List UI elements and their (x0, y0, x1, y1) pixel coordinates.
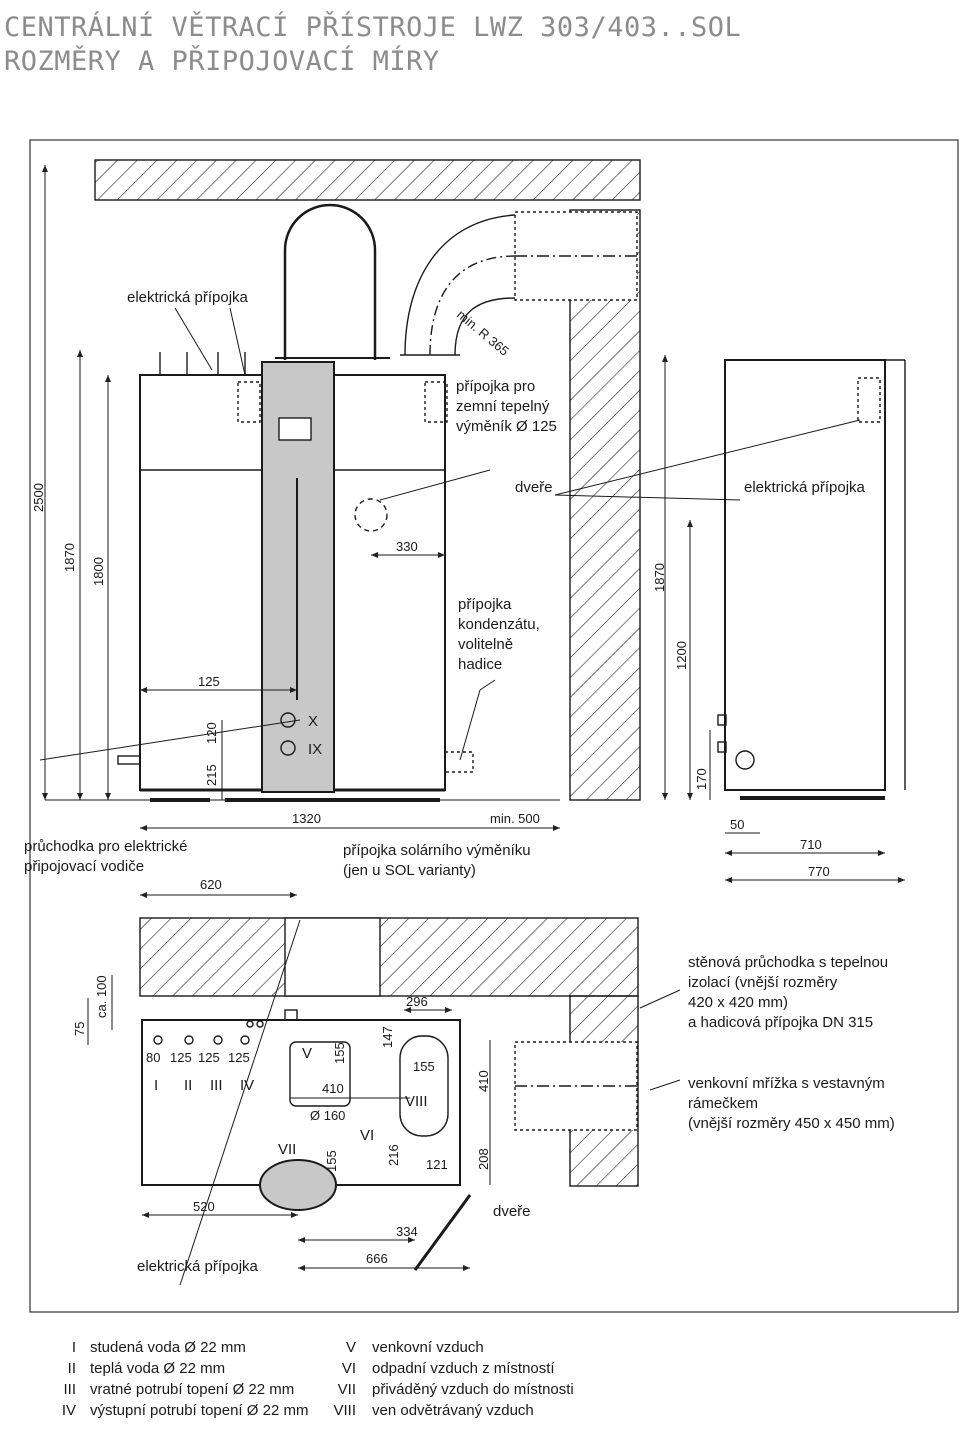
ceiling-hatch (94, 159, 641, 201)
dim-710: 710 (800, 837, 822, 852)
dim-520: 520 (193, 1199, 215, 1214)
dim-121: 121 (426, 1157, 448, 1172)
title-line-1: CENTRÁLNÍ VĚTRACÍ PŘÍSTROJE LWZ 303/403.… (4, 12, 742, 43)
label-cond-2: kondenzátu, (458, 616, 540, 633)
roman-iv: IV (240, 1077, 254, 1094)
wall-hatch (569, 209, 641, 801)
dim-min500: min. 500 (490, 811, 540, 826)
roman-vii: VII (278, 1141, 296, 1158)
dim-1800: 1800 (91, 557, 106, 586)
label-grille-3: (vnější rozměry 450 x 450 mm) (688, 1115, 895, 1132)
dim-80: 80 (146, 1050, 160, 1065)
top-view (87, 917, 681, 1286)
top-duct (283, 203, 377, 360)
curved-duct-outer (404, 214, 516, 356)
dim-666: 666 (366, 1251, 388, 1266)
dim-155a: 155 (332, 1042, 347, 1064)
dim-296: 296 (406, 994, 428, 1009)
label-door: dveře (515, 479, 553, 496)
top-unit (141, 1019, 461, 1186)
label-cond-1: přípojka (458, 596, 512, 613)
roman-v: V (302, 1045, 312, 1062)
dim-1320: 1320 (292, 811, 321, 826)
dim-410a: 410 (322, 1081, 344, 1096)
label-ghx-2: zemní tepelný (456, 398, 550, 415)
roman-iii: III (210, 1077, 223, 1094)
front-view (39, 159, 906, 898)
label-wall-1: stěnová průchodka s tepelnou (688, 954, 888, 971)
label-solar-2: (jen u SOL varianty) (343, 862, 476, 879)
dim-125b: 125 (198, 1050, 220, 1065)
dim-120: 120 (204, 722, 219, 744)
roman-i: I (154, 1077, 158, 1094)
dim-155c: 155 (324, 1150, 339, 1172)
label-wall-4: a hadicová přípojka DN 315 (688, 1014, 873, 1031)
label-x: X (308, 713, 318, 730)
label-grille-1: venkovní mřížka s vestavným (688, 1075, 885, 1092)
dim-330: 330 (396, 539, 418, 554)
dim-770: 770 (808, 864, 830, 879)
port-viii (399, 1035, 449, 1137)
label-cond-4: hadice (458, 656, 502, 673)
frame (29, 139, 959, 1313)
dim-75: 75 (72, 1022, 87, 1036)
dim-208: 208 (476, 1148, 491, 1170)
top-wall-hatch (139, 917, 639, 997)
label-cable-1: průchodka pro elektrické (24, 838, 187, 855)
side-unit (724, 359, 886, 791)
dim-215: 215 (204, 764, 219, 786)
label-solar-1: přípojka solárního výměníku (343, 842, 531, 859)
dim-1870a: 1870 (62, 543, 77, 572)
dim-334: 334 (396, 1224, 418, 1239)
port-v (289, 1041, 351, 1107)
dim-410b: 410 (476, 1070, 491, 1092)
dim-155b: 155 (413, 1059, 435, 1074)
label-el-top: elektrická přípojka (127, 289, 249, 306)
tank-display (278, 417, 312, 441)
label-ix: IX (308, 741, 322, 758)
dim-620: 620 (200, 877, 222, 892)
dim-125: 125 (198, 674, 220, 689)
label-phi160: Ø 160 (310, 1108, 345, 1123)
label-wall-2: izolací (vnější rozměry (688, 974, 838, 991)
label-ghx-1: přípojka pro (456, 378, 535, 395)
dim-125a: 125 (170, 1050, 192, 1065)
dim-1200: 1200 (674, 641, 689, 670)
label-top-el: elektrická přípojka (137, 1258, 259, 1275)
label-cable-2: připojovací vodiče (24, 858, 144, 875)
label-cond-3: volitelně (458, 636, 513, 653)
label-ghx-3: výměník Ø 125 (456, 418, 557, 435)
dim-170: 170 (694, 768, 709, 790)
roman-ii: II (184, 1077, 192, 1094)
label-wall-3: 420 x 420 mm) (688, 994, 788, 1011)
label-el-right: elektrická přípojka (744, 479, 866, 496)
roman-vi: VI (360, 1127, 374, 1144)
label-top-door: dveře (493, 1203, 531, 1220)
port-vii (259, 1159, 337, 1211)
dim-ca100: ca. 100 (94, 975, 109, 1018)
dim-216: 216 (386, 1144, 401, 1166)
dim-2500: 2500 (31, 483, 46, 512)
curved-duct-inner (454, 297, 516, 356)
dim-125c: 125 (228, 1050, 250, 1065)
label-min-r: min. R 365 (454, 307, 512, 359)
dim-1870b: 1870 (652, 563, 667, 592)
title-line-2: ROZMĚRY A PŘIPOJOVACÍ MÍRY (4, 46, 440, 77)
dim-147: 147 (380, 1026, 395, 1048)
dim-50: 50 (730, 817, 744, 832)
wall-opening (284, 917, 381, 997)
label-grille-2: rámečkem (688, 1095, 758, 1112)
roman-viii: VIII (405, 1093, 428, 1110)
